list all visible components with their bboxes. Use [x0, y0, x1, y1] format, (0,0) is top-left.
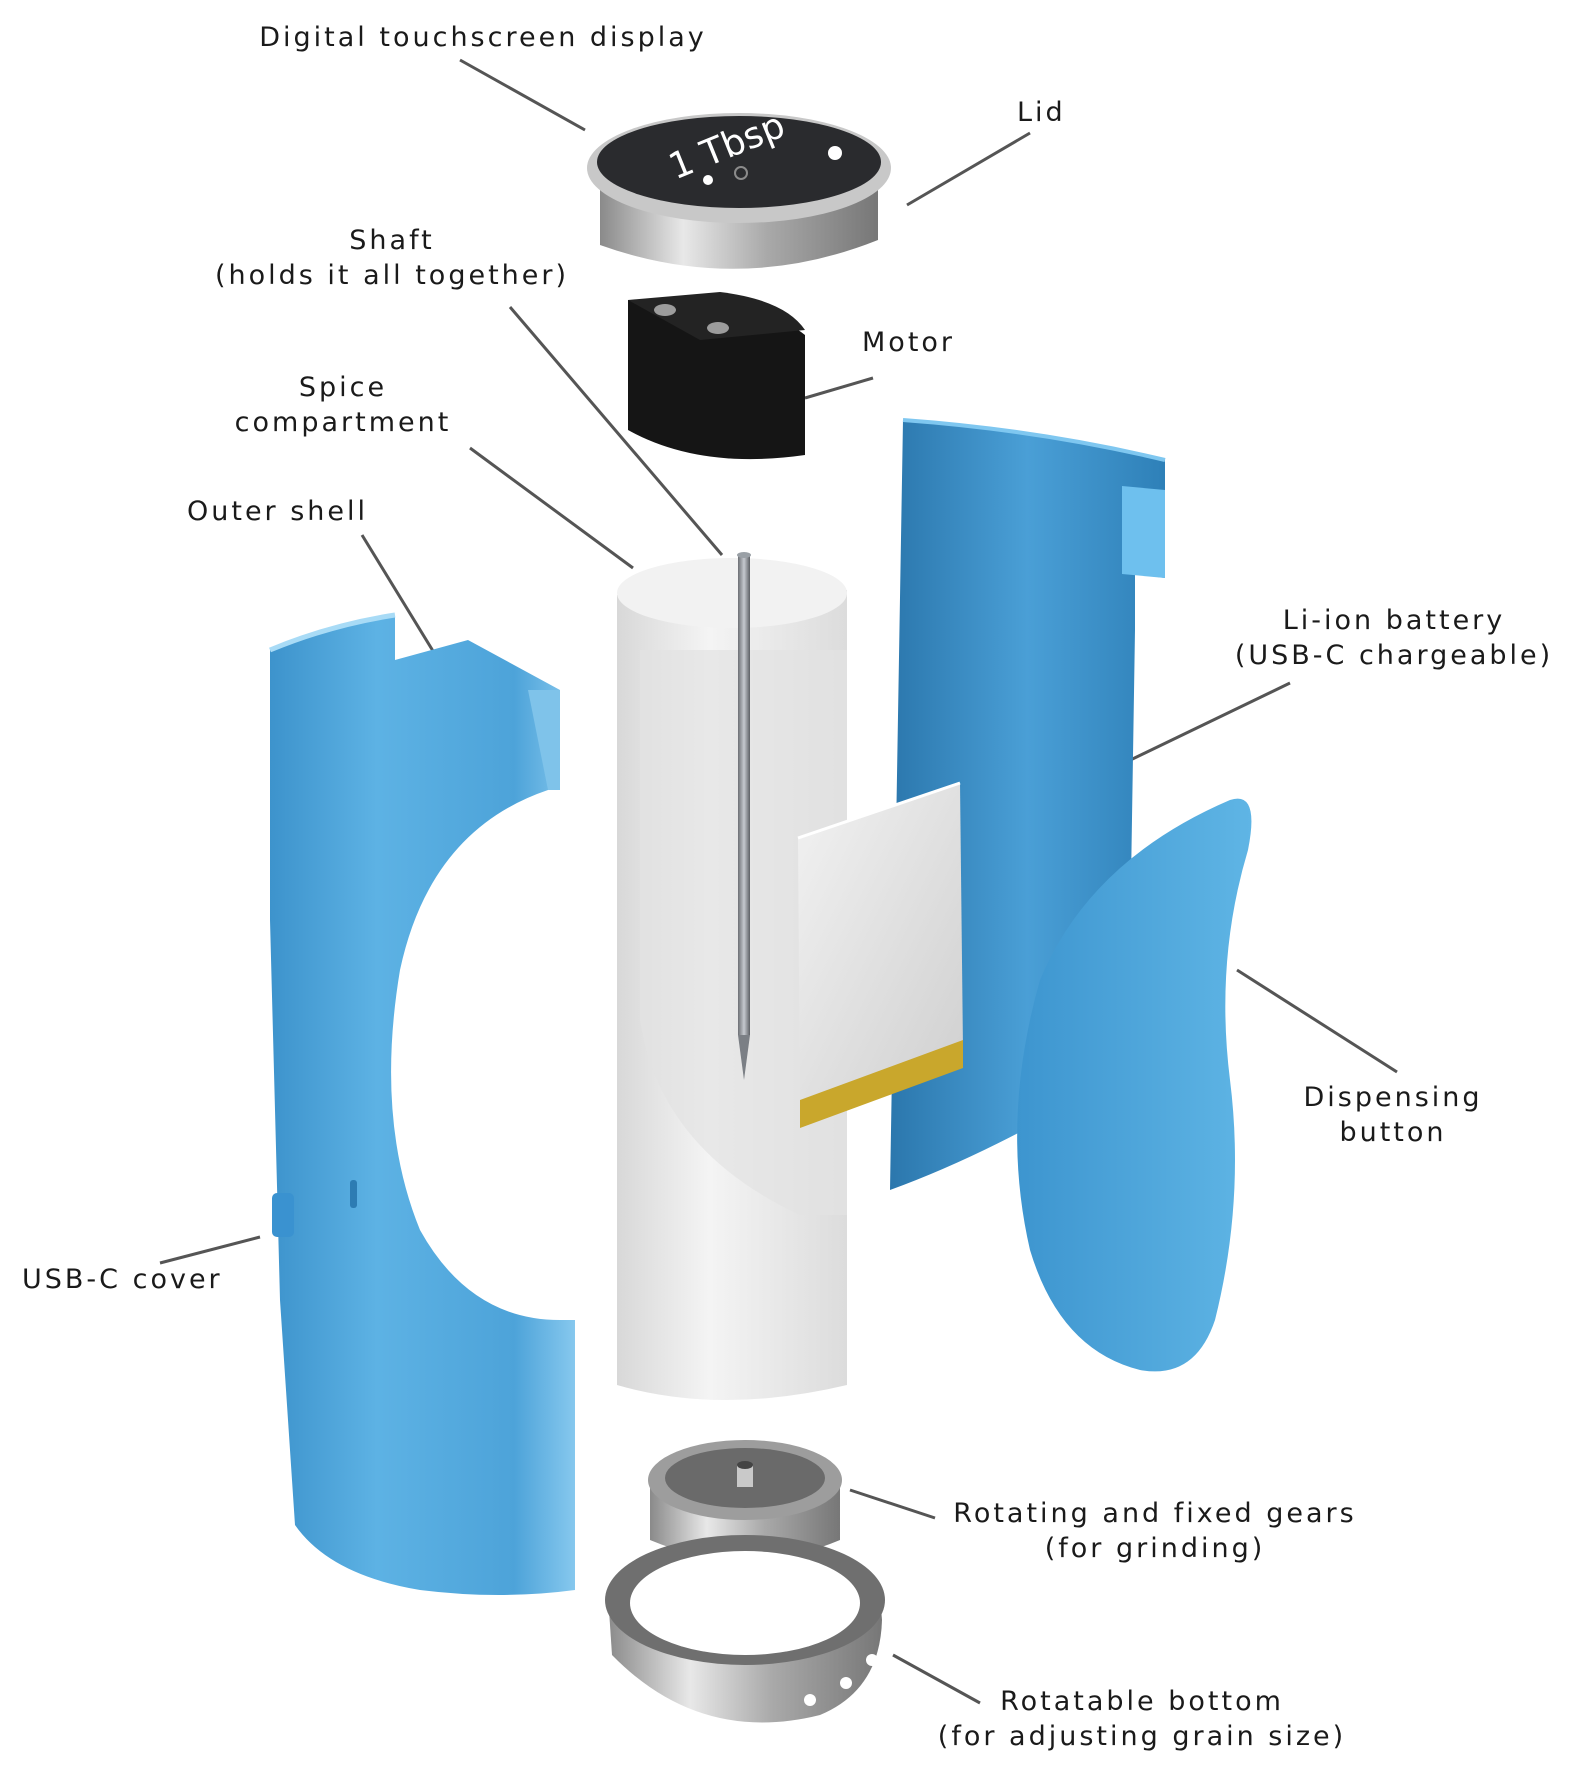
- label-lid: Lid: [1017, 97, 1066, 128]
- leader-display: [459, 58, 586, 132]
- shaft-part: [737, 552, 751, 1080]
- lid-part: [587, 113, 891, 269]
- label-gears: Rotating and fixed gears (for grinding): [953, 1498, 1357, 1564]
- label-dispensing-button: Dispensing button: [1303, 1082, 1483, 1148]
- label-rotatable-bottom: Rotatable bottom (for adjusting grain si…: [937, 1686, 1347, 1752]
- leader-bottom: [892, 1653, 981, 1705]
- leader-motor: [804, 376, 874, 400]
- leader-dispensing: [1236, 968, 1398, 1074]
- outer-shell-part: [269, 612, 575, 1595]
- rotatable-bottom-part: [605, 1535, 885, 1723]
- leader-shaft: [508, 306, 724, 556]
- leader-gears: [849, 1488, 936, 1520]
- leader-usb: [159, 1235, 261, 1265]
- leader-spice: [469, 446, 634, 570]
- battery-part: [797, 781, 963, 1128]
- label-spice-compartment: Spice compartment: [234, 372, 452, 438]
- label-battery: Li-ion battery (USB-C chargeable): [1234, 605, 1554, 671]
- label-usb-cover: USB-C cover: [22, 1264, 223, 1295]
- label-display: Digital touchscreen display: [259, 22, 707, 53]
- label-motor: Motor: [862, 327, 956, 358]
- leader-lid: [906, 131, 1031, 207]
- motor-part: [628, 292, 805, 460]
- label-shaft: Shaft (holds it all together): [214, 225, 570, 291]
- dispensing-button-part: [1017, 798, 1252, 1372]
- label-outer-shell: Outer shell: [187, 496, 369, 527]
